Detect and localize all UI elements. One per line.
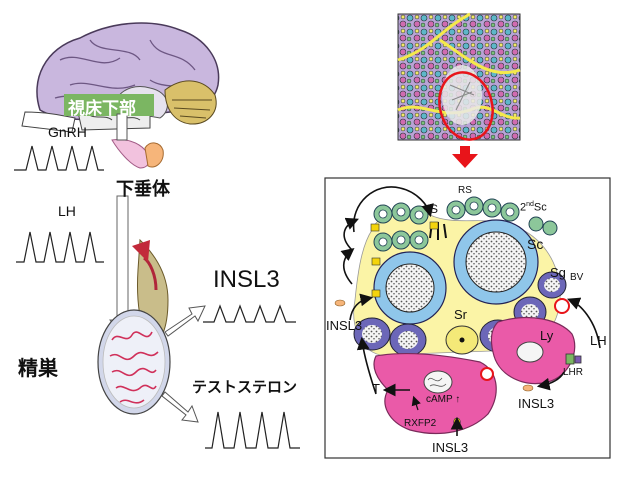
spermatocytes [373, 219, 539, 325]
bv-label: BV [570, 272, 584, 283]
insl3-left-label: INSL3 [326, 318, 363, 333]
highlight-ellipse [438, 71, 494, 141]
testosterone-pulse-wave [205, 411, 300, 449]
lhr-label: LHR [563, 367, 584, 378]
gnrh-label: GnRH [48, 124, 87, 140]
lh-label: LH [58, 203, 76, 219]
sg-label: Sg [550, 265, 566, 280]
insl3-bottom-label: INSL3 [432, 440, 469, 455]
lh-detail-label: LH [590, 333, 607, 348]
rxfp2-label: RXFP2 [404, 418, 437, 429]
s-label: S [430, 202, 439, 216]
insl3-bottom-right-label: INSL3 [518, 396, 555, 411]
rs-label: RS [458, 185, 472, 196]
sc-label: Sc [527, 236, 544, 252]
sr-label: Sr [454, 307, 467, 322]
seminiferous-tubule-micrograph [397, 12, 521, 141]
insl3-hormone-label: INSL3 [213, 266, 280, 293]
pituitary-label: 下垂体 [116, 179, 170, 200]
testis-illustration [97, 238, 171, 415]
testosterone-label: テストステロン [192, 378, 298, 396]
insl3-pulse-wave [203, 304, 296, 323]
testosterone-arrow [161, 391, 199, 423]
ly-label: Ly [540, 328, 554, 343]
blood-vessel [554, 298, 570, 314]
hypothalamus-label: 視床下部 [68, 99, 136, 119]
second-sc-label: 2ndSc [520, 201, 547, 214]
zoom-down-arrow [452, 146, 478, 168]
insl3-arrow [164, 305, 206, 337]
hypothalamus-label-bg [64, 94, 154, 116]
lh-pulse-wave [16, 231, 104, 263]
gnrh-pulse-wave [14, 145, 104, 171]
testis-label: 精巣 [18, 356, 58, 380]
camp-label: cAMP ↑ [426, 394, 461, 405]
round-spermatids [373, 196, 520, 252]
t-label: T [372, 381, 380, 396]
